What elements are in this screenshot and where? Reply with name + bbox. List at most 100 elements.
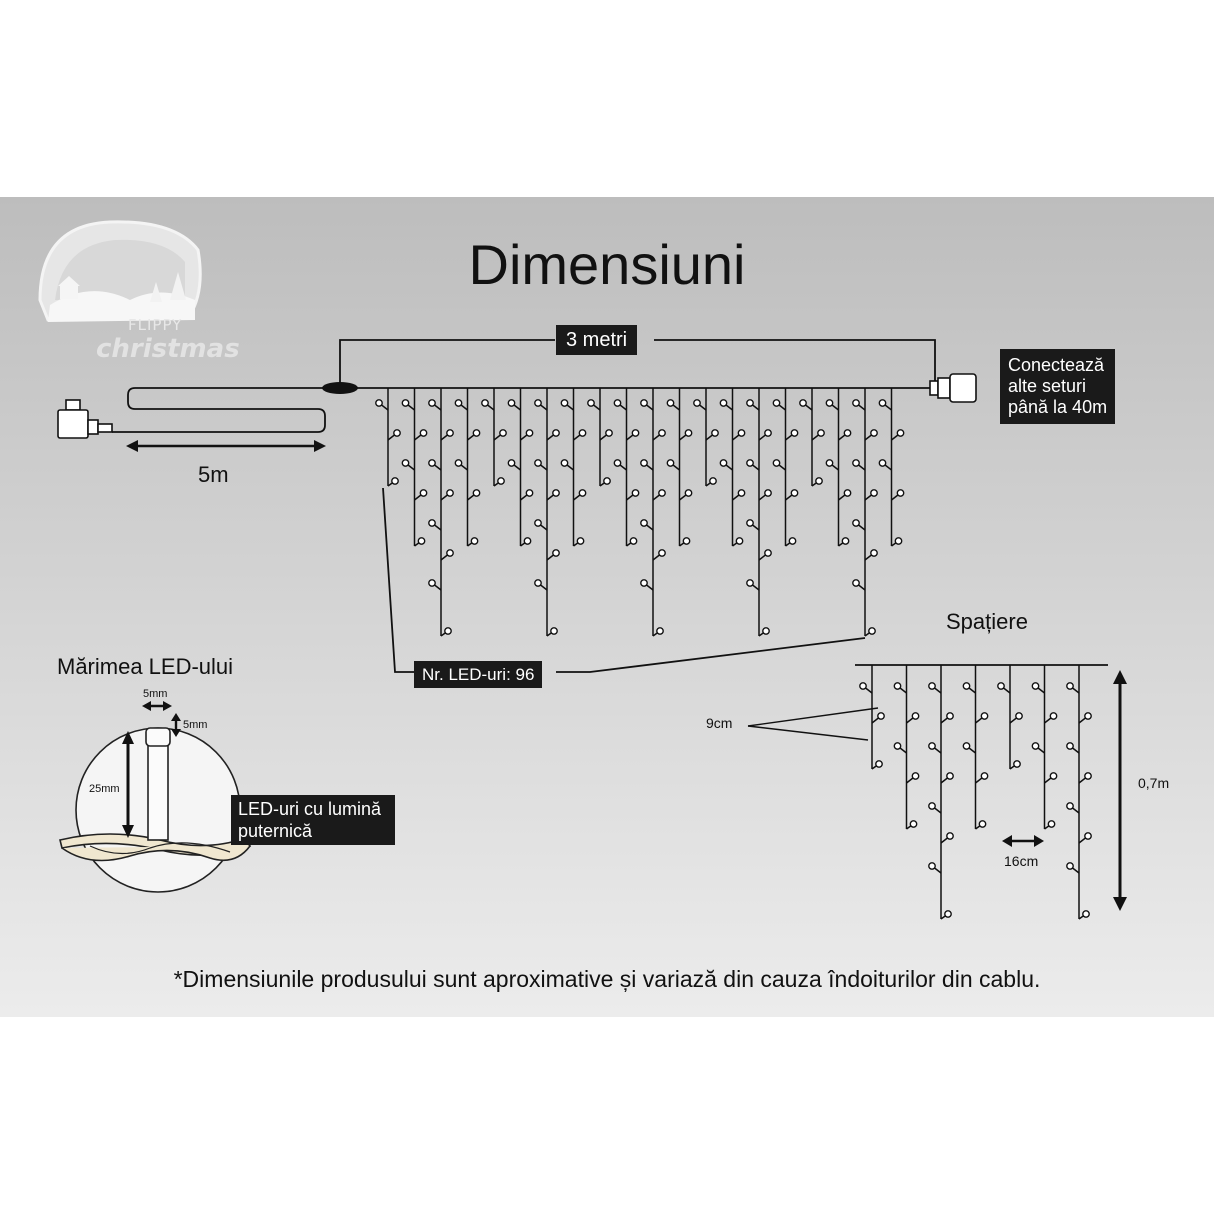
led-bulb (605, 429, 613, 437)
led-bulb (640, 399, 648, 407)
led-bulb (825, 459, 834, 467)
led-bulb (446, 549, 454, 557)
led-bulb (1031, 682, 1040, 690)
led-bulb (764, 489, 772, 497)
led-bulb (1049, 712, 1058, 720)
led-bulb (428, 579, 436, 587)
spacing-strand (859, 665, 885, 770)
led-bulb (870, 429, 878, 437)
icicle-strand (825, 388, 852, 547)
led-bulb (578, 489, 587, 497)
connect-line-2: alte seturi (1008, 376, 1087, 396)
icicle-strand (878, 388, 905, 547)
led-bulb (878, 399, 887, 407)
led-bulb (658, 489, 666, 497)
led-bulb (1084, 712, 1092, 720)
led-bulb (1015, 712, 1023, 720)
icicle-strand (852, 388, 878, 637)
icicle-strand (693, 388, 719, 487)
led-bulb (825, 399, 834, 407)
led-bulb (852, 459, 860, 467)
led-bulb (552, 429, 560, 437)
led-bulb (499, 429, 507, 437)
led-bulb (772, 459, 781, 467)
led-bulb (401, 459, 410, 467)
page-title: Dimensiuni (468, 233, 746, 296)
led-bulb (928, 742, 936, 750)
spacing-strand (893, 665, 920, 830)
led-bulb (507, 459, 516, 467)
power-adapter-icon (57, 399, 113, 439)
led-bulb (719, 399, 728, 407)
led-bulb (980, 772, 989, 780)
icicle-strand (587, 388, 613, 487)
led-bulb (852, 519, 860, 527)
icicle-strand (613, 388, 640, 547)
led-bulb (817, 429, 825, 437)
led-bulb (419, 429, 428, 437)
led-bulb (640, 459, 648, 467)
led-bulb (870, 549, 878, 557)
connect-line-3: până la 40m (1008, 397, 1108, 417)
led-bulb (525, 489, 534, 497)
end-plug-icon (929, 373, 977, 403)
led-bulb (658, 549, 666, 557)
bright-led-label: LED-uri cu lumină puternică (231, 795, 395, 845)
icicle-strand (534, 388, 560, 637)
led-bulb (375, 399, 383, 407)
led-bulb (446, 489, 454, 497)
led-bulb (401, 399, 410, 407)
led-count-leader-right (556, 637, 866, 673)
led-bulb (746, 459, 754, 467)
led-bulb (631, 489, 640, 497)
spacing-title: Spațiere (946, 609, 1028, 634)
led-bulb (711, 429, 719, 437)
led-count-label: Nr. LED-uri: 96 (414, 661, 543, 688)
led-bulb (946, 772, 954, 780)
led-bulb (896, 429, 905, 437)
led-bulb (393, 429, 401, 437)
icicle-strand (401, 388, 428, 547)
icicle-strand (481, 388, 507, 487)
led-bulb (1066, 682, 1074, 690)
power-cable (112, 387, 330, 433)
led-bulb (534, 579, 542, 587)
length-bracket-left (339, 339, 555, 386)
led-bulb (719, 459, 728, 467)
bright-line-2: puternică (238, 821, 313, 841)
height-label: 0,7m (1138, 775, 1170, 791)
led-bulb (552, 549, 560, 557)
led-bulb (1066, 862, 1074, 870)
led-bulb (962, 742, 971, 750)
led-bulb (870, 489, 878, 497)
led-bulb (746, 579, 754, 587)
led-bulb (980, 712, 989, 720)
led-bulb (843, 429, 852, 437)
icicle-strand (772, 388, 799, 547)
led-bulb (587, 399, 595, 407)
led-bulb (893, 682, 902, 690)
connect-line-1: Conectează (1008, 355, 1105, 375)
led-bulb (666, 399, 675, 407)
led-cap-label: 5mm (183, 719, 208, 731)
led-bulb (560, 399, 569, 407)
led-bulb (764, 549, 772, 557)
led-height-label: 25mm (89, 783, 120, 795)
icicle-strand (719, 388, 746, 547)
logo-text-christmas: christmas (96, 334, 240, 364)
led-bulb (684, 489, 693, 497)
led-count-leader-left (382, 487, 414, 673)
led-bulb (911, 712, 920, 720)
led-bulb (1066, 742, 1074, 750)
spacing-strand (1066, 665, 1092, 920)
wire-connector-icon (322, 382, 358, 394)
led-bulb (928, 682, 936, 690)
led-bulb (578, 429, 587, 437)
led-bulb (928, 862, 936, 870)
led-bulb (552, 489, 560, 497)
icicle-strand (560, 388, 587, 547)
led-bulb (472, 489, 481, 497)
led-bulb (878, 459, 887, 467)
spacing-strand (1031, 665, 1058, 830)
